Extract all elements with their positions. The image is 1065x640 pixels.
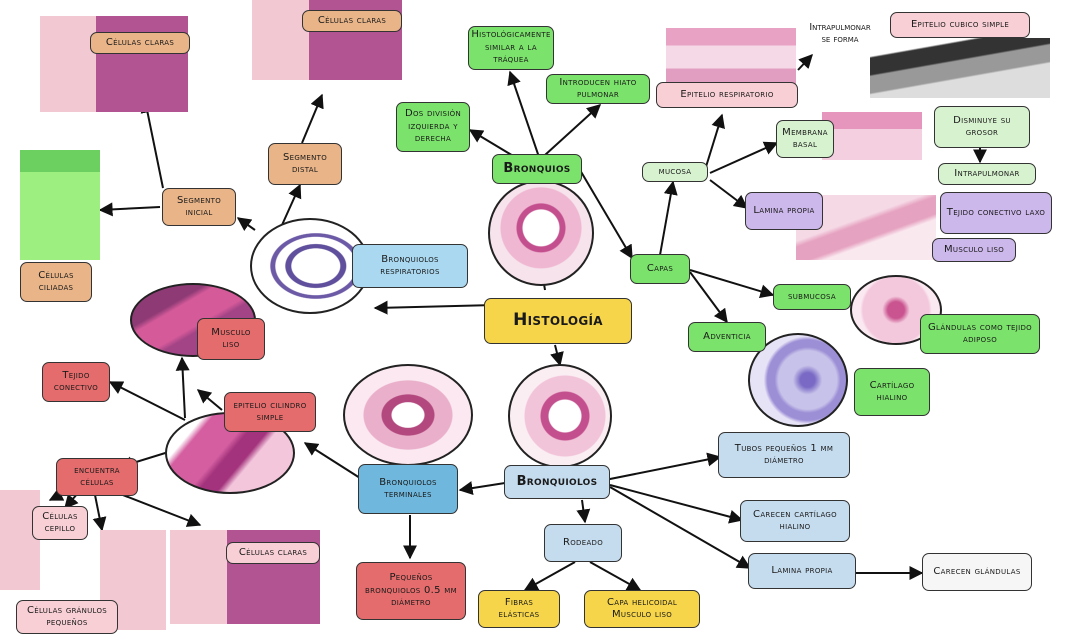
lamina-propia-bronquiolos-node: Lamina propia xyxy=(748,553,856,589)
intrapulmonar-forma-label: Intrapulmonar se forma xyxy=(809,22,871,46)
mucosa-node: mucosa xyxy=(642,162,708,182)
similar-trachea-node: Histológicamente similar a la tráquea xyxy=(468,26,554,70)
terminal-bronchiole-image xyxy=(343,364,473,466)
clara-cells-illustration-1 xyxy=(40,16,188,112)
lamina-propia-bronquios-node: Lamina propia xyxy=(745,192,823,230)
bronquios-node: Bronquios xyxy=(492,154,582,184)
rodeado-node: Rodeado xyxy=(544,524,622,562)
carecen-glandulas-node: Carecen glándulas xyxy=(922,553,1032,591)
celulas-claras-1-label: Células claras xyxy=(90,32,190,54)
epitelio-cubico-node: Epitelio cubico simple xyxy=(890,12,1030,38)
adventicia-node: Adventicia xyxy=(688,322,766,352)
musculo-liso-bronquios-node: Musculo liso xyxy=(932,238,1016,262)
histology-center-image xyxy=(508,364,612,468)
tejido-laxo-node: Tejido conectivo laxo xyxy=(940,192,1052,234)
intrapulmonar-node: Intrapulmonar xyxy=(938,163,1036,185)
segmento-distal-node: Segmento distal xyxy=(268,143,342,185)
disminuye-node: Disminuye su grosor xyxy=(934,106,1030,148)
celulas-ciliadas-node: Células ciliadas xyxy=(20,262,92,302)
respiratory-epithelium-image xyxy=(666,28,796,86)
bronchus-histology-image xyxy=(488,180,594,286)
respiratory-bronchiole-image xyxy=(250,218,370,314)
bronquiolos-node: Bronquiolos xyxy=(504,465,610,499)
capa-helicoidal-node: Capa helicoidal Musculo liso xyxy=(584,590,700,628)
segmento-inicial-node: Segmento inicial xyxy=(162,188,236,226)
ciliated-cells-illustration xyxy=(20,150,100,260)
musculo-liso-terminales-node: Musculo liso xyxy=(197,318,265,360)
membrana-basal-node: Membrana basal xyxy=(776,120,834,158)
pequenos-bronquiolos-node: Pequeños bronquiolos 0.5 mm diámetro xyxy=(356,562,466,620)
celulas-claras-terminales-label: Células claras xyxy=(226,542,320,564)
bronquiolos-terminales-node: Bronquiolos terminales xyxy=(358,464,458,514)
tejido-conectivo-node: Tejido conectivo xyxy=(42,362,110,402)
bronquiolos-respiratorios-node: Bronquiolos respiratorios xyxy=(352,244,468,288)
capas-node: Capas xyxy=(630,254,690,284)
histology-center-node: Histología xyxy=(484,298,632,344)
celulas-claras-2-label: Células claras xyxy=(302,10,402,32)
submucosa-node: submucosa xyxy=(773,284,851,310)
cartilago-node: Cartílago hialino xyxy=(854,368,930,416)
cuboidal-epithelium-image xyxy=(870,38,1050,98)
celulas-cepillo-label: Células cepillo xyxy=(32,506,88,540)
division-node: Dos división izquierda y derecha xyxy=(396,102,470,152)
celulas-granulos-label: Células gránulos pequeños xyxy=(16,600,118,634)
brush-cell-illustration xyxy=(0,490,40,590)
glandulas-node: Glándulas como tejido adiposo xyxy=(920,314,1040,354)
epitelio-respiratorio-node: Epitelio respiratorio xyxy=(656,82,798,108)
encuentra-celulas-node: encuentra células xyxy=(56,458,138,496)
fibras-node: Fibras elásticas xyxy=(478,590,560,628)
basal-membrane-image xyxy=(822,112,922,160)
epitelio-cilindro-node: epitelio cilindro simple xyxy=(224,392,316,432)
hiato-node: Introducen hiato pulmonar xyxy=(546,74,650,104)
tubos-node: Tubos pequeños 1 mm diámetro xyxy=(718,432,850,478)
carecen-cartilago-node: Carecen cartílago hialino xyxy=(740,500,850,542)
